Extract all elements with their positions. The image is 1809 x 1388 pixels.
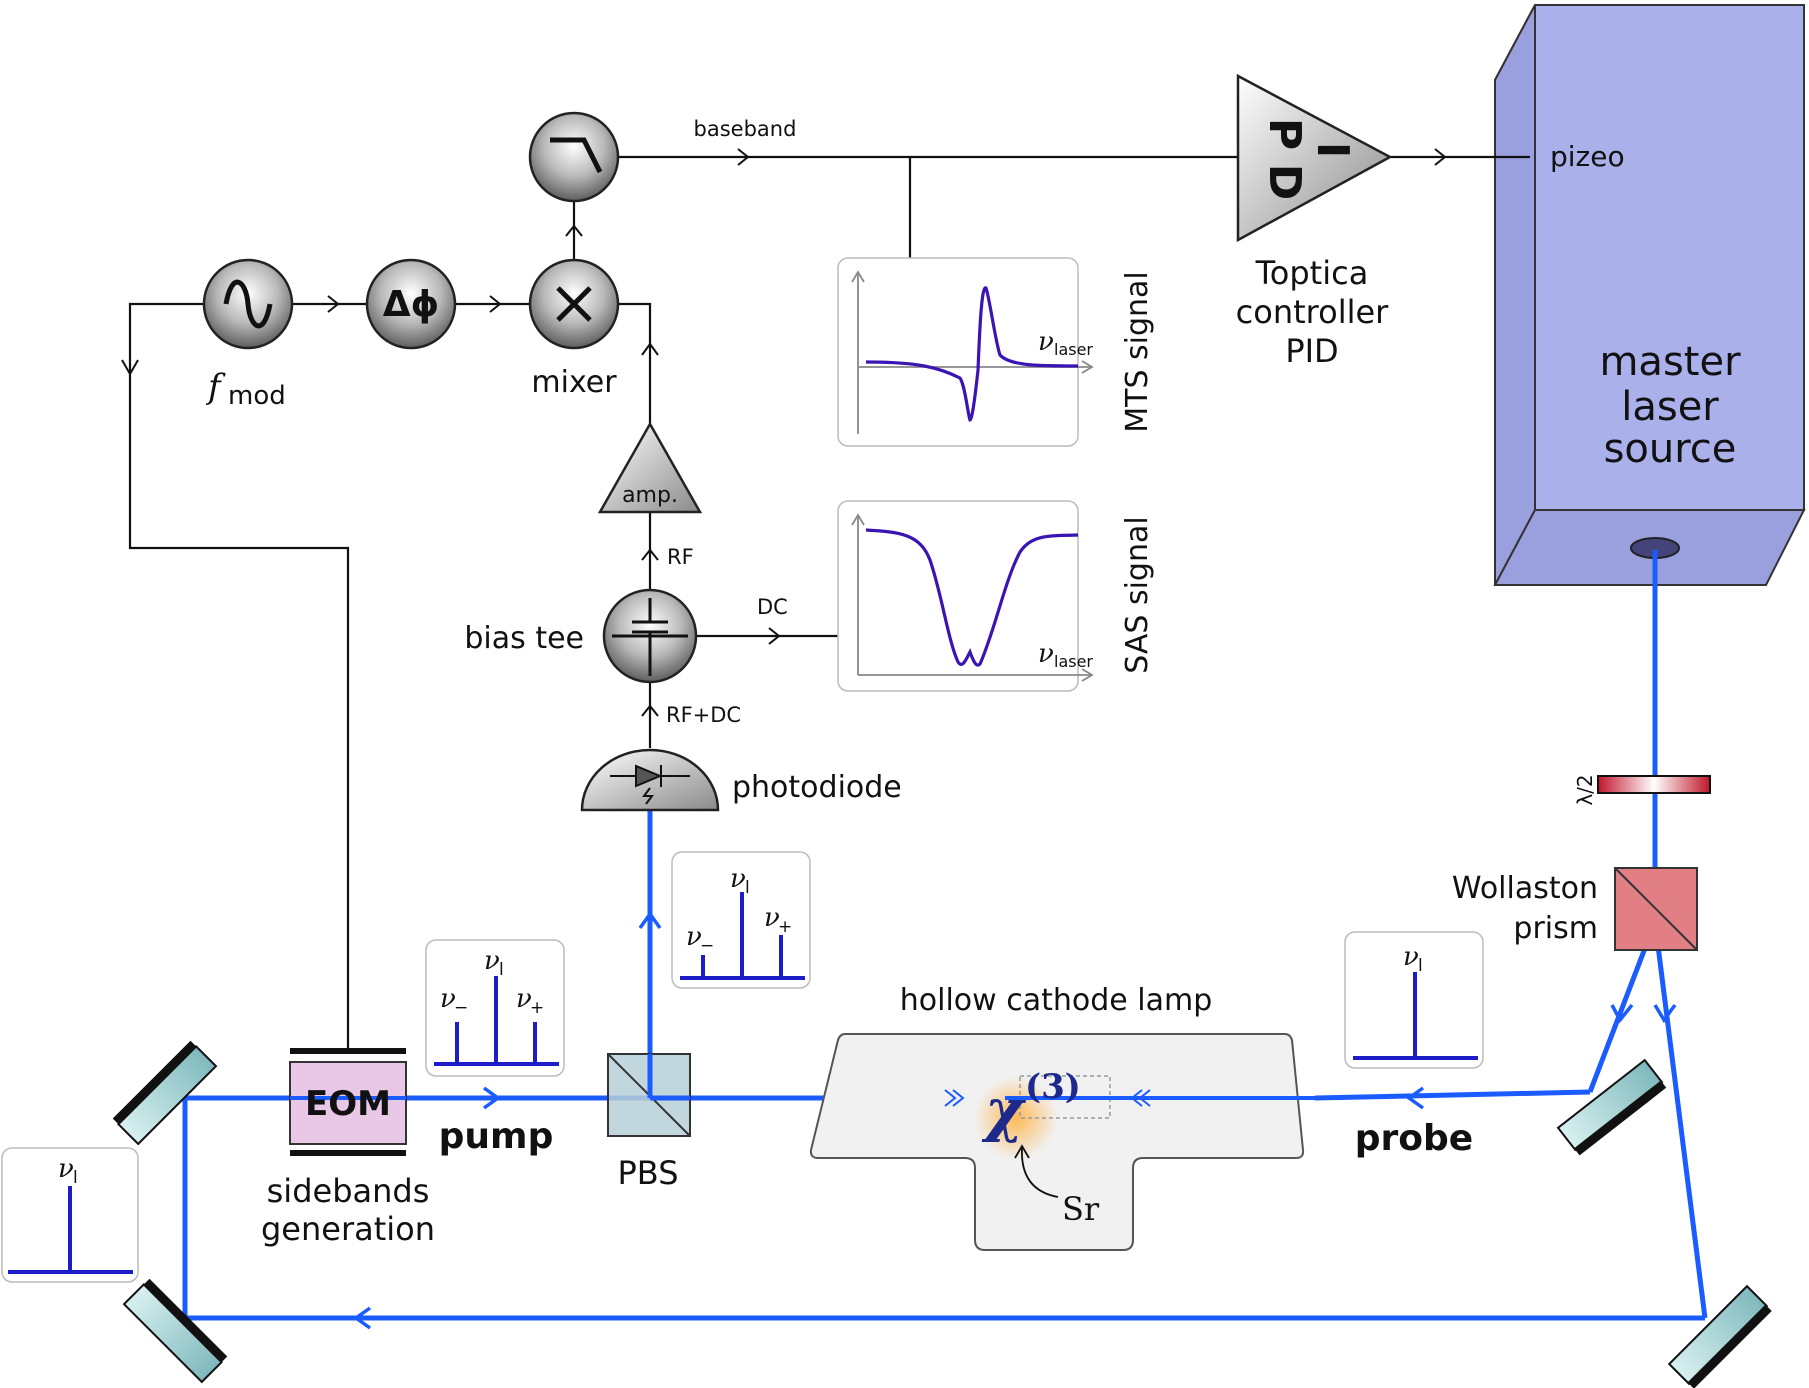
spectrum-nu-l-sub: l [1418,956,1423,976]
mirror-bottom-right [1667,1284,1772,1388]
toptica-label-3: PID [1285,332,1338,370]
fmod-f: f [205,367,226,407]
capacitor-icon [612,598,688,676]
sas-trace [865,528,1079,667]
spectrum-nu-l: ν [1403,942,1419,972]
oscillator: f mod [202,258,294,411]
sidebands-label-2: generation [261,1210,435,1248]
hollow-cathode-label: hollow cathode lamp [900,983,1213,1018]
sas-nu-sub: laser [1054,652,1093,671]
piezo-label: pizeo [1550,140,1625,173]
sas-signal-label: SAS signal [1120,516,1155,673]
eom-label: EOM [305,1084,391,1124]
beam-arrows [352,910,1677,1330]
sidebands-label-1: sidebands [267,1172,430,1210]
spectrum-probe: ν l [1344,931,1484,1069]
wollaston-prism: Wollaston prism [1452,867,1698,951]
spectrum-pump: ν l ν − ν + [425,939,565,1077]
spectrum-nu-l-sub: l [745,878,750,898]
multiply-icon [556,286,592,322]
amp-label: amp. [622,483,678,508]
photodiode-label: photodiode [732,770,902,805]
master-label-3: source [1604,426,1737,472]
spectrum-nu-plus: ν [764,903,780,933]
delta-phi-icon: Δϕ [383,284,440,325]
master-laser-source: master laser source [1493,4,1806,586]
mts-signal-label: MTS signal [1120,271,1155,433]
probe-label: probe [1355,1118,1473,1159]
pbs-label: PBS [618,1154,679,1192]
pid-p: P [1259,118,1310,150]
eom: EOM sidebands generation [261,1048,435,1248]
pid-d: D [1259,164,1310,201]
phase-shifter: Δϕ [365,258,457,350]
lowpass-filter-icon [550,137,603,174]
rf-label: RF [667,545,694,569]
spectrum-nu-l-sub: l [73,1168,78,1188]
spectrum-nu-l-sub: l [499,960,504,980]
toptica-label-2: controller [1236,293,1390,331]
toptica-label-1: Toptica [1255,254,1369,292]
master-label-2: laser [1621,384,1719,430]
bias-tee-label: bias tee [464,621,584,656]
lowpass-filter [528,111,620,203]
sine-icon [223,279,273,329]
dc-label: DC [757,595,788,619]
spectrum-nu-minus: ν [440,984,456,1014]
mts-nu-sub: laser [1054,340,1093,359]
sas-nu: ν [1038,639,1054,669]
amplifier: amp. [597,421,703,514]
pump-label: pump [439,1116,554,1157]
spectrum-pbs: ν l ν − ν + [671,851,811,989]
rfdc-label: RF+DC [666,703,741,727]
chi3-symbol: χ [981,1076,1027,1144]
spectrum-nu-l: ν [730,864,746,894]
pid-i: I [1307,142,1358,158]
spectrum-nu-minus-sub: − [700,936,714,956]
spectrum-nu-minus-sub: − [454,998,468,1018]
mts-nu: ν [1038,327,1054,357]
electronic-wiring [128,155,1530,1048]
spectrum-nu-plus: ν [516,984,532,1014]
bias-tee: bias tee [464,588,698,684]
baseband-label: baseband [694,117,797,141]
mixer: mixer [528,258,620,400]
chi3-superscript: (3) [1025,1067,1081,1107]
wollaston-label-1: Wollaston [1452,871,1598,906]
spectrum-nu-l: ν [484,946,500,976]
sas-signal-plot: ν laser SAS signal [837,500,1155,692]
mirror-bottom-left [122,1278,228,1384]
diode-icon [610,764,690,805]
wollaston-label-2: prism [1513,911,1598,946]
spectrum-nu-minus: ν [686,922,702,952]
photodiode: photodiode [580,748,902,812]
spectrum-nu-plus-sub: + [530,998,544,1018]
master-label-1: master [1599,339,1741,385]
spectrum-nu-l: ν [58,1154,74,1184]
hollow-cathode-lamp: hollow cathode lamp χ (3) Sr [809,983,1315,1251]
spectrum-nu-plus-sub: + [778,917,792,937]
mixer-label: mixer [531,365,617,400]
lambda-half-label: λ/2 [1573,774,1597,805]
pid-controller: P I D Toptica controller PID [1236,73,1393,370]
mirror-top-left [112,1040,218,1146]
sr-label: Sr [1062,1190,1100,1228]
wire-arrows [121,148,1447,717]
polarizing-beam-splitter: PBS [607,1053,691,1192]
fmod-sub: mod [228,381,286,411]
mts-signal-plot: ν laser MTS signal [837,257,1155,447]
mirror-probe [1556,1058,1667,1156]
spectrum-left: ν l [1,1147,139,1283]
mts-trace [865,286,1079,422]
half-wave-plate: λ/2 [1573,774,1711,806]
